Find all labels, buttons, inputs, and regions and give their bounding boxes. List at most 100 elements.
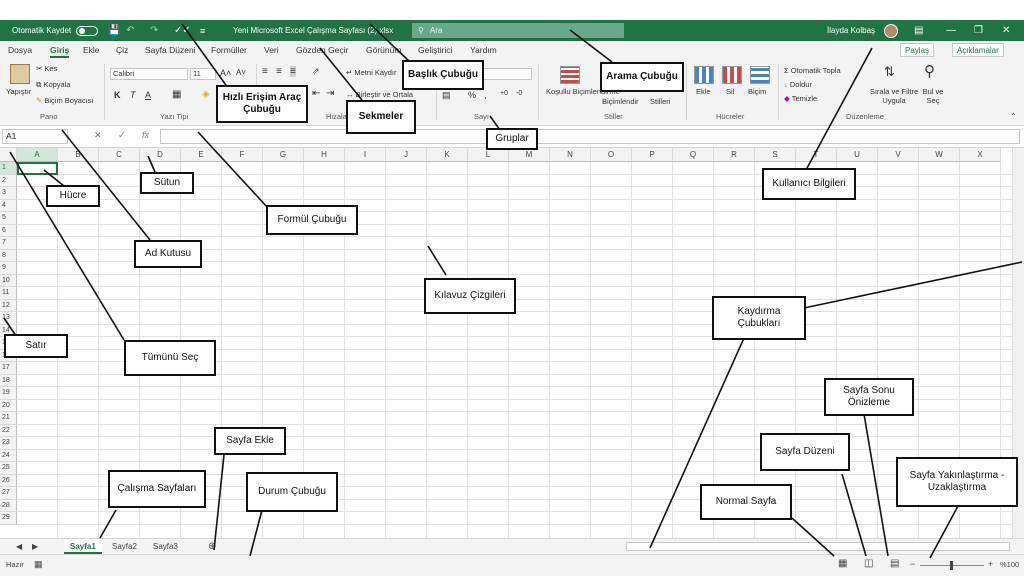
- formula-input[interactable]: [160, 129, 1020, 144]
- column-header[interactable]: N: [550, 148, 591, 162]
- conditional-formatting-button[interactable]: Koşullu Biçimlendirme: [546, 87, 620, 96]
- orientation-icon[interactable]: ⇗: [312, 66, 320, 76]
- vertical-scrollbar[interactable]: [1012, 148, 1024, 538]
- row-header[interactable]: 28: [0, 499, 17, 512]
- row-header[interactable]: 8: [0, 249, 17, 262]
- comments-button[interactable]: Açıklamalar: [952, 43, 1004, 57]
- row-header[interactable]: 7: [0, 237, 17, 250]
- row-header[interactable]: 27: [0, 487, 17, 500]
- undo-icon[interactable]: ↶: [126, 25, 135, 36]
- row-header[interactable]: 21: [0, 412, 17, 425]
- tab-9[interactable]: Geliştirici: [418, 45, 453, 55]
- column-header[interactable]: R: [714, 148, 755, 162]
- column-header[interactable]: V: [878, 148, 919, 162]
- share-button[interactable]: Paylaş: [900, 43, 935, 57]
- autosave-toggle[interactable]: [76, 20, 98, 41]
- autosum-button[interactable]: Σ Otomatik Topla: [784, 66, 841, 75]
- row-header[interactable]: 12: [0, 299, 17, 312]
- column-header[interactable]: Q: [673, 148, 714, 162]
- customize-toolbar-icon[interactable]: ✓✓: [174, 25, 191, 36]
- tab-3[interactable]: Çiz: [116, 45, 129, 55]
- column-header[interactable]: G: [263, 148, 304, 162]
- increase-indent-icon[interactable]: ⇥: [326, 88, 335, 99]
- prev-sheet-icon[interactable]: ◀: [16, 542, 23, 551]
- redo-icon[interactable]: ↷: [150, 25, 159, 36]
- row-header[interactable]: 26: [0, 474, 17, 487]
- minimize-icon[interactable]: —: [946, 25, 956, 36]
- column-header[interactable]: S: [755, 148, 796, 162]
- name-box[interactable]: A1: [2, 129, 68, 144]
- ribbon-display-icon[interactable]: ▤: [914, 25, 924, 36]
- sheet-tab[interactable]: Sayfa3: [153, 542, 178, 551]
- decrease-indent-icon[interactable]: ⇤: [312, 88, 321, 99]
- insert-cells-icon[interactable]: [694, 66, 714, 84]
- sort-filter-icon[interactable]: ⇅: [884, 64, 895, 79]
- row-header[interactable]: 5: [0, 212, 17, 225]
- column-header[interactable]: T: [796, 148, 837, 162]
- insert-cells-button[interactable]: Ekle: [696, 87, 711, 96]
- row-header[interactable]: 4: [0, 199, 17, 212]
- tab-7[interactable]: Gözden Geçir: [296, 45, 349, 55]
- select-all-button[interactable]: [0, 148, 17, 162]
- column-header[interactable]: F: [222, 148, 263, 162]
- format-cells-button[interactable]: Biçim: [748, 87, 767, 96]
- column-header[interactable]: W: [919, 148, 960, 162]
- fill-color-icon[interactable]: ◈: [202, 89, 210, 100]
- row-header[interactable]: 1: [0, 162, 17, 175]
- paste-icon[interactable]: [10, 64, 30, 84]
- row-header[interactable]: 10: [0, 274, 17, 287]
- macro-record-icon[interactable]: ▦: [34, 559, 43, 569]
- column-header[interactable]: P: [632, 148, 673, 162]
- tab-4[interactable]: Sayfa Düzeni: [145, 45, 196, 55]
- cancel-icon[interactable]: ✕: [94, 130, 102, 140]
- row-header[interactable]: 22: [0, 424, 17, 437]
- clear-button[interactable]: ◆ Temizle: [784, 94, 817, 103]
- row-header[interactable]: 18: [0, 374, 17, 387]
- collapse-ribbon-icon[interactable]: ⌃: [1010, 112, 1017, 121]
- row-header[interactable]: 2: [0, 174, 17, 187]
- tab-2[interactable]: Ekle: [83, 45, 100, 55]
- column-header[interactable]: L: [468, 148, 509, 162]
- align-top-icon[interactable]: ≡: [262, 66, 268, 77]
- row-header[interactable]: 19: [0, 387, 17, 400]
- column-header[interactable]: U: [837, 148, 878, 162]
- shrink-font-icon[interactable]: A˅: [236, 68, 247, 77]
- conditional-formatting-icon[interactable]: [560, 66, 580, 84]
- row-header[interactable]: 3: [0, 187, 17, 200]
- search-input[interactable]: ⚲ Ara: [412, 23, 624, 38]
- bold-icon[interactable]: K: [114, 90, 121, 100]
- zoom-level[interactable]: %100: [1000, 560, 1020, 569]
- row-header[interactable]: 17: [0, 362, 17, 375]
- horizontal-scrollbar[interactable]: [626, 542, 1010, 551]
- sort-filter-button[interactable]: Sırala ve Filtre Uygula: [869, 87, 919, 105]
- align-middle-icon[interactable]: ≡: [276, 66, 282, 77]
- enter-icon[interactable]: ✓: [118, 130, 126, 140]
- tab-1[interactable]: Giriş: [50, 45, 70, 58]
- column-header[interactable]: D: [140, 148, 181, 162]
- paste-button[interactable]: Yapıştır: [6, 87, 32, 96]
- decrease-decimal-icon[interactable]: -0: [516, 90, 523, 97]
- tab-10[interactable]: Yardım: [470, 45, 497, 55]
- increase-decimal-icon[interactable]: +0: [500, 90, 508, 97]
- row-header[interactable]: 11: [0, 287, 17, 300]
- normal-view-icon[interactable]: ▦: [838, 558, 848, 569]
- column-header[interactable]: H: [304, 148, 345, 162]
- fill-button[interactable]: ↓ Doldur: [784, 80, 812, 89]
- row-header[interactable]: 20: [0, 399, 17, 412]
- column-header[interactable]: I: [345, 148, 386, 162]
- row-header[interactable]: 23: [0, 437, 17, 450]
- borders-icon[interactable]: ▦: [172, 89, 182, 100]
- user-name[interactable]: İlayda Kolbaş: [827, 26, 876, 35]
- row-header[interactable]: 24: [0, 449, 17, 462]
- row-header[interactable]: 6: [0, 224, 17, 237]
- tab-5[interactable]: Formüller: [211, 45, 247, 55]
- close-icon[interactable]: ✕: [1002, 25, 1011, 36]
- percent-icon[interactable]: %: [468, 90, 477, 100]
- row-header[interactable]: 13: [0, 312, 17, 325]
- cut-button[interactable]: ✂ Kes: [36, 64, 57, 73]
- column-header[interactable]: K: [427, 148, 468, 162]
- grow-font-icon[interactable]: A˄: [220, 68, 232, 78]
- font-size-select[interactable]: 11: [190, 68, 216, 80]
- delete-cells-button[interactable]: Sil: [726, 87, 735, 96]
- comma-icon[interactable]: ,: [484, 90, 487, 100]
